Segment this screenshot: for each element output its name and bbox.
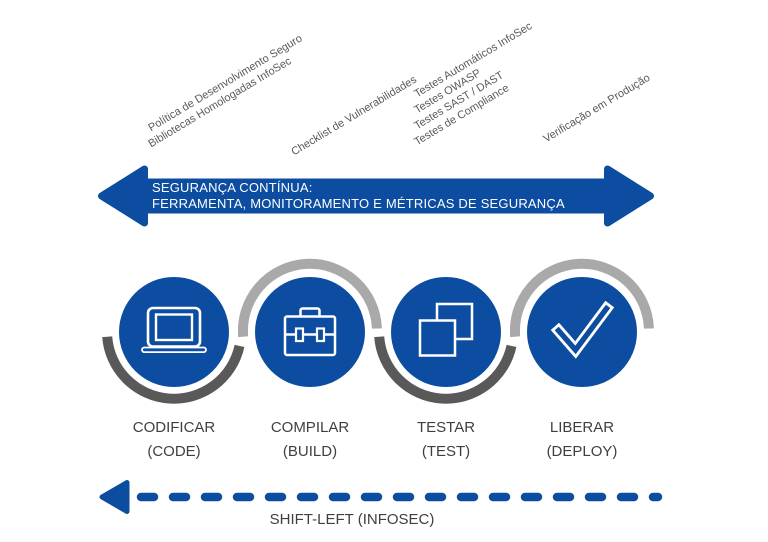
- shift-left-label: SHIFT-LEFT (INFOSEC): [269, 511, 435, 528]
- stage-circle-code: [119, 277, 229, 387]
- chain-arc-over-2: [237, 258, 382, 338]
- stage-title: LIBERAR: [549, 419, 615, 436]
- chain-arc-over-4: [509, 258, 654, 338]
- stage-label-code: CODIFICAR (CODE): [99, 416, 249, 463]
- stage-label-deploy: LIBERAR (DEPLOY): [507, 416, 657, 463]
- chain-arc-under-3: [374, 336, 517, 404]
- continuous-security-banner-text: SEGURANÇA CONTÍNUA: FERRAMENTA, MONITORA…: [152, 180, 565, 211]
- stage-label-build: COMPILAR (BUILD): [235, 416, 385, 463]
- continuous-security-banner-arrow: [98, 165, 654, 227]
- stage-subtitle: (DEPLOY): [546, 442, 618, 460]
- stage-title: TESTAR: [416, 419, 476, 436]
- stage-subtitle: (BUILD): [282, 442, 338, 460]
- banner-line-1: SEGURANÇA CONTÍNUA:: [152, 180, 313, 195]
- shift-left-arrowhead: [99, 480, 130, 514]
- stage-title: CODIFICAR: [132, 419, 216, 436]
- briefcase-icon: [283, 307, 337, 357]
- stage-circle-deploy: [527, 277, 637, 387]
- check-icon: [550, 300, 615, 359]
- stage-subtitle: (CODE): [147, 442, 201, 460]
- laptop-icon: [141, 306, 207, 353]
- copy-icon: [418, 302, 474, 357]
- stage-subtitle: (TEST): [421, 442, 471, 460]
- stage-label-test: TESTAR (TEST): [371, 416, 521, 463]
- chain-arc-under-1: [102, 336, 245, 404]
- banner-line-2: FERRAMENTA, MONITORAMENTO E MÉTRICAS DE …: [152, 195, 565, 211]
- stage-title: COMPILAR: [270, 419, 350, 436]
